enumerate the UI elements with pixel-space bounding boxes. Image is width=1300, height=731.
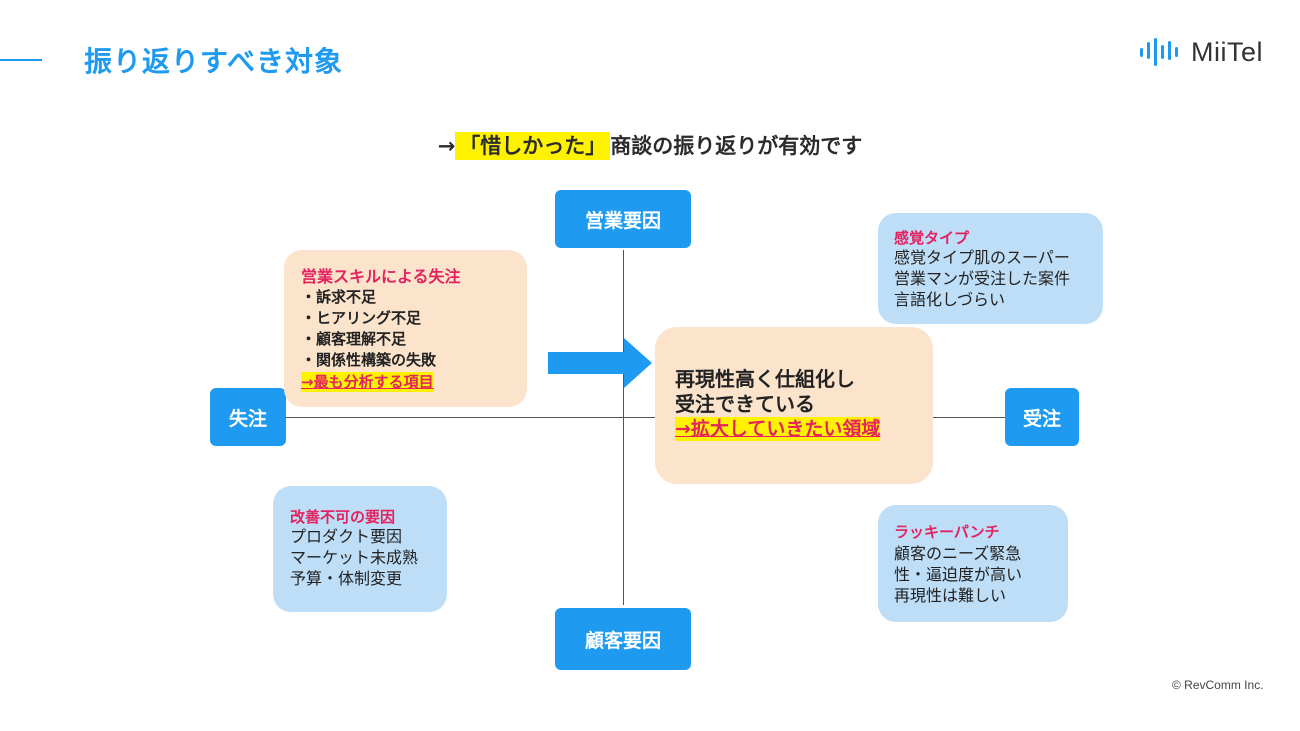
list-item: ・ヒアリング不足: [301, 309, 422, 327]
subtitle: →「惜しかった」商談の振り返りが有効です: [0, 130, 1300, 160]
quadrant-top-right: 感覚タイプ 感覚タイプ肌のスーパー 営業マンが受注した案件 言語化しづらい: [878, 213, 1103, 324]
center-line: 受注できている: [675, 392, 815, 416]
quadrant-line: 予算・体制変更: [290, 569, 403, 588]
quadrant-bottom-right-heading: ラッキーパンチ: [894, 523, 1000, 541]
miitel-logo: MiiTel: [1139, 36, 1263, 68]
quadrant-top-left-heading: 営業スキルによる失注: [301, 267, 461, 286]
quadrant-top-left-emphasis: →最も分析する項目: [301, 372, 434, 392]
subtitle-arrow: →: [437, 134, 456, 158]
quadrant-center: 再現性高く仕組化し 受注できている →拡大していきたい領域: [655, 327, 933, 484]
quadrant-line: マーケット未成熟: [290, 548, 419, 567]
subtitle-rest: 商談の振り返りが有効です: [610, 134, 863, 158]
quadrant-line: 再現性は難しい: [894, 586, 1007, 605]
axis-label-left: 失注: [210, 388, 286, 446]
right-arrow-icon: [548, 338, 652, 388]
horizontal-axis-line: [285, 417, 1005, 418]
list-item: ・関係性構築の失敗: [301, 351, 437, 369]
subtitle-highlight: 「惜しかった」: [455, 132, 611, 160]
copyright: © RevComm Inc.: [1172, 678, 1264, 692]
quadrant-line: 性・逼迫度が高い: [894, 565, 1023, 584]
quadrant-line: プロダクト要因: [290, 527, 403, 546]
quadrant-bottom-right: ラッキーパンチ 顧客のニーズ緊急 性・逼迫度が高い 再現性は難しい: [878, 505, 1068, 622]
center-line: 再現性高く仕組化し: [675, 367, 855, 391]
quadrant-top-left: 営業スキルによる失注 ・訴求不足 ・ヒアリング不足 ・顧客理解不足 ・関係性構築…: [284, 250, 527, 407]
axis-label-right: 受注: [1005, 388, 1079, 446]
quadrant-bottom-left: 改善不可の要因 プロダクト要因 マーケット未成熟 予算・体制変更: [273, 486, 447, 612]
quadrant-line: 顧客のニーズ緊急: [894, 544, 1022, 563]
quadrant-bottom-left-heading: 改善不可の要因: [290, 508, 396, 526]
logo-text: MiiTel: [1191, 36, 1264, 67]
page-title: 振り返りすべき対象: [84, 45, 344, 78]
center-emphasis: →拡大していきたい領域: [675, 417, 881, 441]
vertical-axis-line: [623, 250, 624, 605]
quadrant-line: 営業マンが受注した案件: [894, 269, 1071, 288]
soundwave-logo-icon: [1140, 38, 1178, 66]
quadrant-line: 言語化しづらい: [894, 290, 1006, 309]
quadrant-top-right-heading: 感覚タイプ: [894, 229, 970, 247]
list-item: ・顧客理解不足: [301, 330, 407, 348]
list-item: ・訴求不足: [301, 288, 377, 306]
quadrant-line: 感覚タイプ肌のスーパー: [894, 248, 1070, 267]
axis-label-top: 営業要因: [555, 190, 691, 248]
title-accent-line: [0, 59, 42, 61]
axis-label-bottom: 顧客要因: [555, 608, 691, 670]
